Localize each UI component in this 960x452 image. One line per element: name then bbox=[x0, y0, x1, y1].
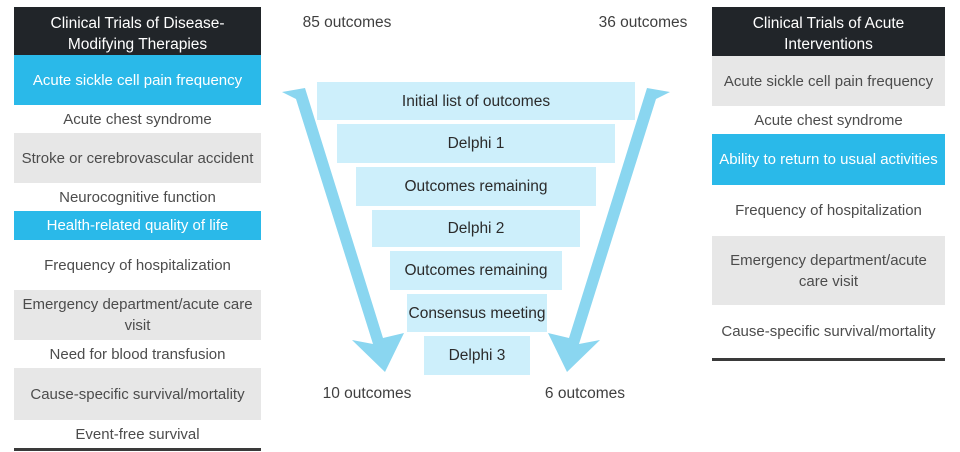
outcome-label: Acute chest syndrome bbox=[63, 110, 212, 128]
funnel-stage-delphi-1: Delphi 1 bbox=[337, 124, 615, 163]
funnel-stage-outcomes-remaining-1: Outcomes remaining bbox=[356, 167, 596, 206]
funnel-stage-consensus-meeting: Consensus meeting bbox=[407, 294, 547, 332]
table-row: Acute chest syndrome bbox=[712, 106, 945, 134]
table-row: Cause-specific survival/mortality bbox=[14, 368, 261, 420]
table-row: Acute chest syndrome bbox=[14, 105, 261, 133]
outcome-label: Emergency department/acute care visit bbox=[22, 296, 253, 334]
table-row: Need for blood transfusion bbox=[14, 340, 261, 368]
table-header-right: Clinical Trials of Acute Interventions bbox=[712, 7, 945, 56]
outcome-label: Health-related quality of life bbox=[46, 217, 229, 234]
funnel-stage-label: Outcomes remaining bbox=[404, 262, 548, 279]
outcome-label: Ability to return to usual activities bbox=[719, 151, 938, 168]
funnel-stage-label: Initial list of outcomes bbox=[401, 92, 551, 110]
table-row: Ability to return to usual activities bbox=[712, 134, 945, 185]
outcome-label: Stroke or cerebrovascular accident bbox=[21, 149, 254, 167]
funnel-stage-initial-list: Initial list of outcomes bbox=[317, 82, 635, 120]
count-bottom-right: 6 outcomes bbox=[544, 385, 626, 402]
funnel-stage-outcomes-remaining-2: Outcomes remaining bbox=[390, 251, 562, 290]
outcome-label: Neurocognitive function bbox=[59, 188, 216, 206]
outcome-label: Acute sickle cell pain frequency bbox=[723, 72, 934, 90]
table-row: Health-related quality of life bbox=[14, 211, 261, 240]
funnel-stage-label: Delphi 1 bbox=[447, 135, 505, 152]
outcome-label: Cause-specific survival/mortality bbox=[30, 385, 245, 403]
table-bottom-rule bbox=[712, 358, 945, 361]
outcome-label: Emergency department/acute care visit bbox=[730, 251, 927, 290]
outcome-label: Cause-specific survival/mortality bbox=[721, 323, 936, 340]
outcome-label: Acute chest syndrome bbox=[754, 111, 903, 129]
funnel-stage-label: Consensus meeting bbox=[408, 304, 546, 322]
table-row: Emergency department/acute care visit bbox=[712, 236, 945, 305]
count-top-right: 36 outcomes bbox=[598, 14, 688, 31]
table-header-left: Clinical Trials of Disease-Modifying The… bbox=[14, 7, 261, 55]
outcome-label: Frequency of hospitalization bbox=[735, 202, 922, 219]
funnel-stage-label: Delphi 3 bbox=[448, 347, 506, 364]
table-row: Frequency of hospitalization bbox=[712, 185, 945, 236]
funnel-stage-label: Delphi 2 bbox=[447, 220, 505, 237]
funnel-stage-delphi-2: Delphi 2 bbox=[372, 210, 580, 247]
count-top-left: 85 outcomes bbox=[302, 14, 392, 31]
table-row: Stroke or cerebrovascular accident bbox=[14, 133, 261, 183]
table-row: Neurocognitive function bbox=[14, 183, 261, 211]
outcome-label: Need for blood transfusion bbox=[49, 345, 226, 363]
disease-modifying-outcomes-table: Clinical Trials of Disease-Modifying The… bbox=[14, 7, 261, 451]
outcome-label: Frequency of hospitalization bbox=[44, 256, 231, 274]
table-row: Acute sickle cell pain frequency bbox=[712, 56, 945, 106]
table-row: Emergency department/acute care visit bbox=[14, 290, 261, 340]
outcome-label: Event-free survival bbox=[75, 425, 200, 443]
outcome-label: Acute sickle cell pain frequency bbox=[32, 71, 243, 89]
table-row: Acute sickle cell pain frequency bbox=[14, 55, 261, 105]
table-row: Frequency of hospitalization bbox=[14, 240, 261, 290]
table-bottom-rule bbox=[14, 448, 261, 451]
count-bottom-left: 10 outcomes bbox=[322, 385, 412, 402]
funnel-stage-delphi-3: Delphi 3 bbox=[424, 336, 530, 375]
funnel-stage-label: Outcomes remaining bbox=[404, 178, 548, 195]
table-row: Event-free survival bbox=[14, 420, 261, 448]
table-row: Cause-specific survival/mortality bbox=[712, 305, 945, 358]
acute-interventions-outcomes-table: Clinical Trials of Acute Interventions A… bbox=[712, 7, 945, 361]
